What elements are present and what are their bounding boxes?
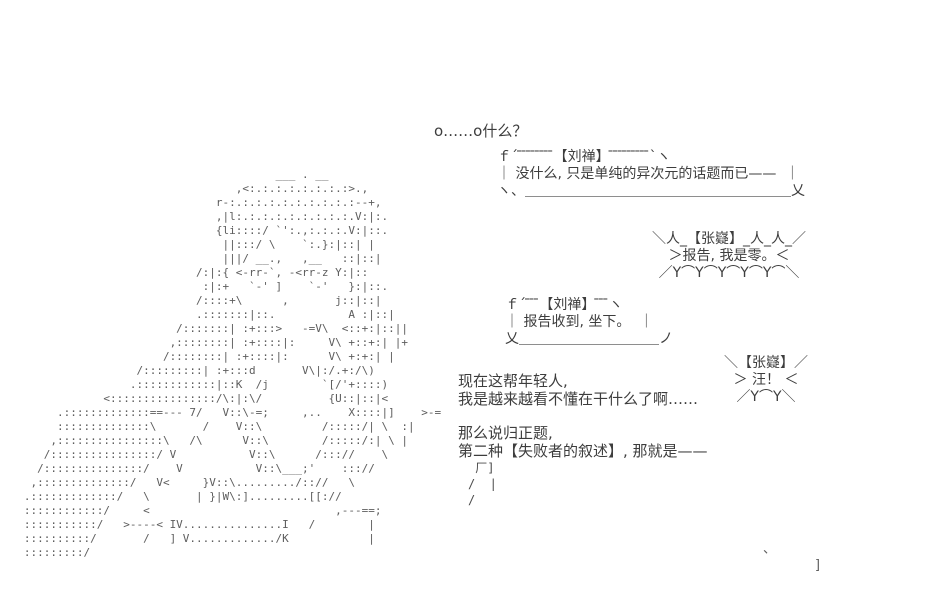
bubble-top-border: ｆ´ ̄ ̄ ̄ ̄ ̄ ̄ ̄ ̄【刘禅】 ̄ ̄ ̄ ̄ ̄ ̄ ̄ ̄ ̄…	[497, 149, 671, 165]
bubble-top-border: ＼人_【张嶷】_人_人_／	[652, 231, 806, 247]
bubble-text: ｜ 没什么, 只是单纯的异次元的话题而已—— ｜	[497, 166, 800, 182]
speech-bubble-zhangni-2: ＼【张嶷】／ ＞ 汪！ ＜ ／Y⌒Y＼	[724, 355, 808, 406]
bubble-top-border: ｆ´ ̄ ̄ ̄【刘禅】 ̄ ̄ ̄ヽ	[505, 297, 623, 313]
bubble-bottom-border: ヽ、＿＿＿＿＿＿＿＿＿＿＿＿＿＿＿＿＿＿＿乂	[497, 183, 805, 199]
stray-stroke-1: 、	[763, 542, 777, 557]
bubble-bottom-border: ／Y⌒Y⌒Y⌒Y⌒Y⌒＼	[658, 265, 800, 281]
bubble-bottom-border: 乂＿＿＿＿＿＿＿＿＿＿ノ	[505, 331, 673, 347]
bubble-text: ｜ 报告收到, 坐下。 ｜	[505, 314, 654, 330]
speech-bubble-zhangni-1: ＼人_【张嶷】_人_人_／ ＞报告, 我是零。＜ ／Y⌒Y⌒Y⌒Y⌒Y⌒＼	[652, 231, 806, 282]
stray-stroke-2: ]	[814, 558, 822, 573]
narration-block-2: 那么说归正题, 第二种【失败者的叙述】, 那就是——	[458, 424, 708, 460]
speech-bubble-liushan-2: ｆ´ ̄ ̄ ̄【刘禅】 ̄ ̄ ̄ヽ ｜ 报告收到, 坐下。 ｜ 乂＿＿＿＿＿…	[505, 297, 673, 348]
bubble-top-border: ＼【张嶷】／	[724, 355, 808, 371]
bubble-text: ＞报告, 我是零。＜	[668, 248, 790, 264]
speech-bubble-liushan-1: ｆ´ ̄ ̄ ̄ ̄ ̄ ̄ ̄ ̄【刘禅】 ̄ ̄ ̄ ̄ ̄ ̄ ̄ ̄ ̄…	[497, 149, 805, 200]
bubble-bottom-border: ／Y⌒Y＼	[736, 389, 796, 405]
ascii-art-character: ___ . __ ,<:.:.:.:.:.:.:.:>., r-:.:.:.:.…	[23, 168, 442, 559]
bubble-text: ＞ 汪！ ＜	[733, 372, 799, 388]
dialogue-intro-line: o……o什么？	[434, 122, 528, 140]
ascii-art-hand: 厂] / | /	[468, 461, 497, 507]
narration-block-1: 现在这帮年轻人, 我是越来越看不懂在干什么了啊……	[458, 372, 699, 408]
